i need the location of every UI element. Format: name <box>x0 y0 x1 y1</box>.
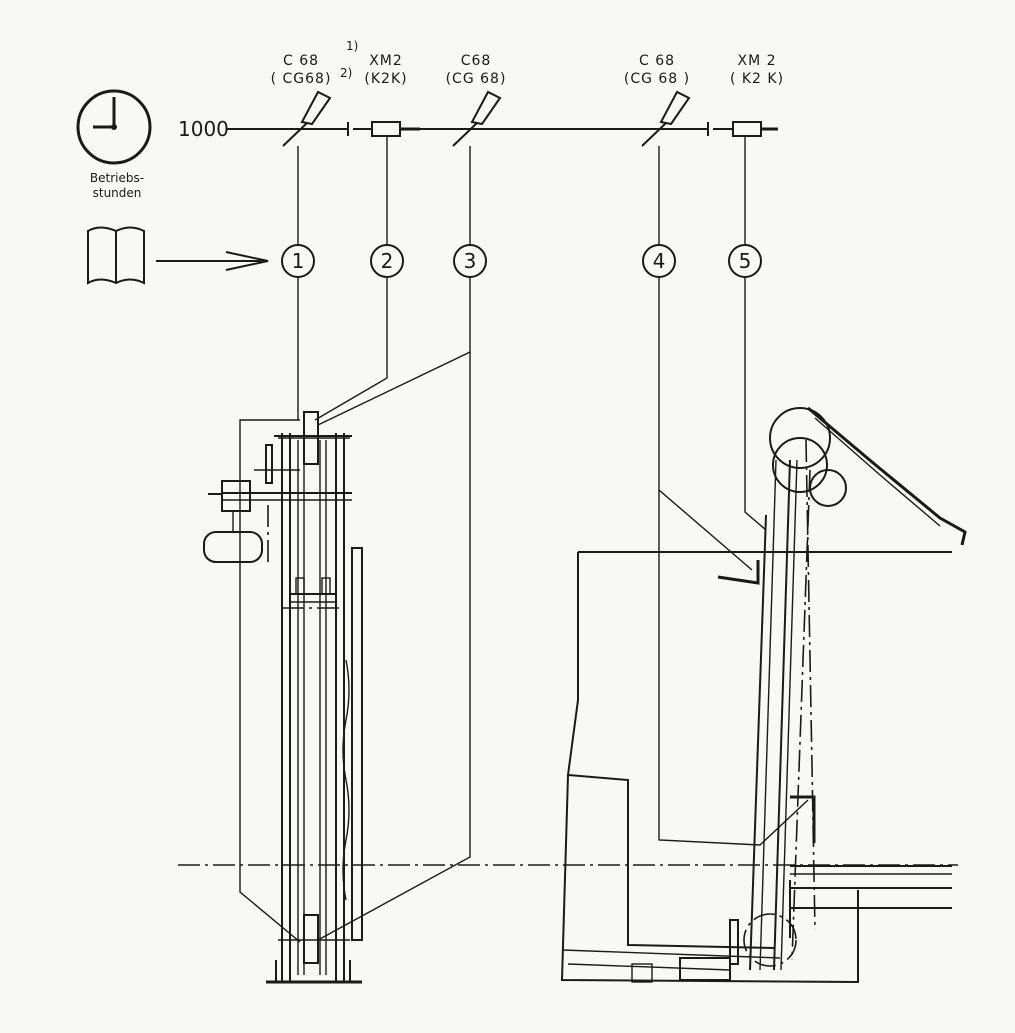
lubricant-alt-3: (CG 68) <box>446 71 507 87</box>
lubricant-label-5: XM 2 <box>737 53 776 69</box>
oil-can-icon <box>452 90 502 147</box>
lubricant-label-2: XM2 <box>369 53 403 69</box>
operating-hours-label-2: stunden <box>93 186 142 200</box>
svg-text:5: 5 <box>739 249 752 273</box>
lubricant-label-4: C 68 <box>639 53 675 69</box>
oil-can-icon <box>282 90 332 147</box>
lubricant-alt-1: ( CG68) <box>271 71 332 87</box>
point-marker-1: 1 <box>281 244 315 278</box>
clock-icon <box>76 89 152 165</box>
machine-front-view <box>203 411 363 984</box>
svg-text:4: 4 <box>653 249 666 273</box>
manual-book-icon <box>87 226 145 285</box>
lubricant-label-1: C 68 <box>283 53 319 69</box>
footnote-2: 2) <box>340 66 352 80</box>
leader-lines <box>297 136 809 941</box>
point-marker-4: 4 <box>642 244 676 278</box>
point-marker-2: 2 <box>370 244 404 278</box>
svg-text:3: 3 <box>464 249 477 273</box>
point-marker-5: 5 <box>728 244 762 278</box>
grease-gun-icon <box>371 121 401 137</box>
arrow-icon <box>156 251 269 271</box>
point-marker-3: 3 <box>453 244 487 278</box>
lubricant-label-3: C68 <box>461 53 492 69</box>
lubricant-alt-2: (K2K) <box>364 71 407 87</box>
lubricant-alt-4: (CG 68 ) <box>624 71 690 87</box>
machine-side-view <box>560 406 967 984</box>
svg-text:2: 2 <box>381 249 394 273</box>
interval-value: 1000 <box>178 117 229 141</box>
oil-can-icon <box>641 90 691 147</box>
operating-hours-label-1: Betriebs- <box>90 171 144 185</box>
footnote-1: 1) <box>346 39 358 53</box>
svg-text:1: 1 <box>292 249 305 273</box>
lubricant-alt-5: ( K2 K) <box>730 71 784 87</box>
grease-gun-icon <box>732 121 762 137</box>
